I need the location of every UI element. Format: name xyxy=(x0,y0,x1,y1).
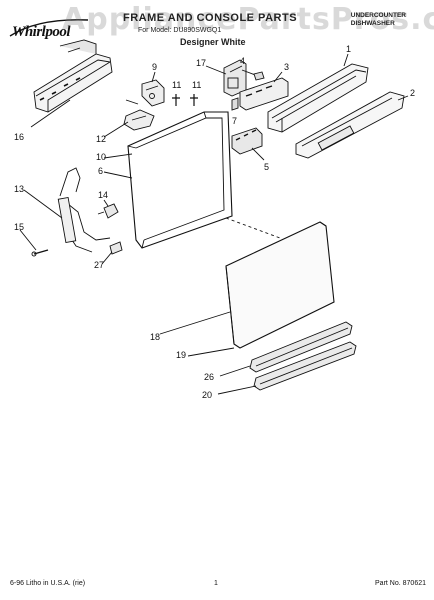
label-7: 7 xyxy=(232,116,237,126)
part-9-bracket xyxy=(141,79,165,107)
part-2-console-trim xyxy=(295,91,405,159)
part-5-switch xyxy=(231,127,263,155)
label-10: 10 xyxy=(96,152,106,162)
label-20: 20 xyxy=(202,390,212,400)
label-11b: 11 xyxy=(192,80,201,90)
part-11-screws xyxy=(172,94,198,106)
part-10-door-frame xyxy=(127,111,233,249)
label-13: 13 xyxy=(14,184,24,194)
label-18: 18 xyxy=(150,332,160,342)
label-1: 1 xyxy=(346,44,351,54)
part-15-screw xyxy=(31,249,49,257)
label-4: 4 xyxy=(240,56,245,66)
watermark: AppliancePartsPros.com xyxy=(62,2,434,37)
label-17: 17 xyxy=(196,58,206,68)
part-number: Part No. 870621 xyxy=(375,580,426,587)
label-19: 19 xyxy=(176,350,186,360)
part-17-hinge xyxy=(223,59,247,97)
product-category: UNDERCOUNTER DISHWASHER xyxy=(350,12,406,27)
part-27-screw xyxy=(109,241,123,255)
label-26: 26 xyxy=(204,372,214,382)
callout-labels: 1 2 3 4 5 6 7 8 9 10 11 11 12 13 14 15 1… xyxy=(14,44,415,400)
label-15: 15 xyxy=(14,222,24,232)
part-18-door-panel xyxy=(225,221,335,349)
litho-note: 6-96 Litho in U.S.A. (rie) xyxy=(10,580,86,587)
model-number: For Model: DU890SWGQ1 xyxy=(138,27,222,34)
brand-logo xyxy=(9,19,89,37)
part-1-console-panel xyxy=(267,63,369,133)
label-16: 16 xyxy=(14,132,24,142)
color-variant: Designer White xyxy=(180,37,246,47)
label-11a: 11 xyxy=(172,80,181,90)
label-14: 14 xyxy=(98,190,108,200)
label-5: 5 xyxy=(264,162,269,172)
label-3: 3 xyxy=(284,62,289,72)
label-27: 27 xyxy=(94,260,104,270)
brand-name: Whirlpool xyxy=(12,24,71,40)
part-13-wire-harness xyxy=(57,167,111,253)
part-14-clip xyxy=(97,203,119,219)
label-2: 2 xyxy=(410,88,415,98)
part-16-control-module xyxy=(33,39,113,113)
label-12: 12 xyxy=(96,134,106,144)
page-title: FRAME AND CONSOLE PARTS xyxy=(122,12,298,24)
page-number: 1 xyxy=(214,580,218,587)
part-26-trim-strip xyxy=(249,321,353,373)
label-9: 9 xyxy=(152,62,157,72)
part-3-switch-assembly xyxy=(239,77,289,111)
label-6: 6 xyxy=(98,166,103,176)
part-12-latch xyxy=(123,109,155,131)
